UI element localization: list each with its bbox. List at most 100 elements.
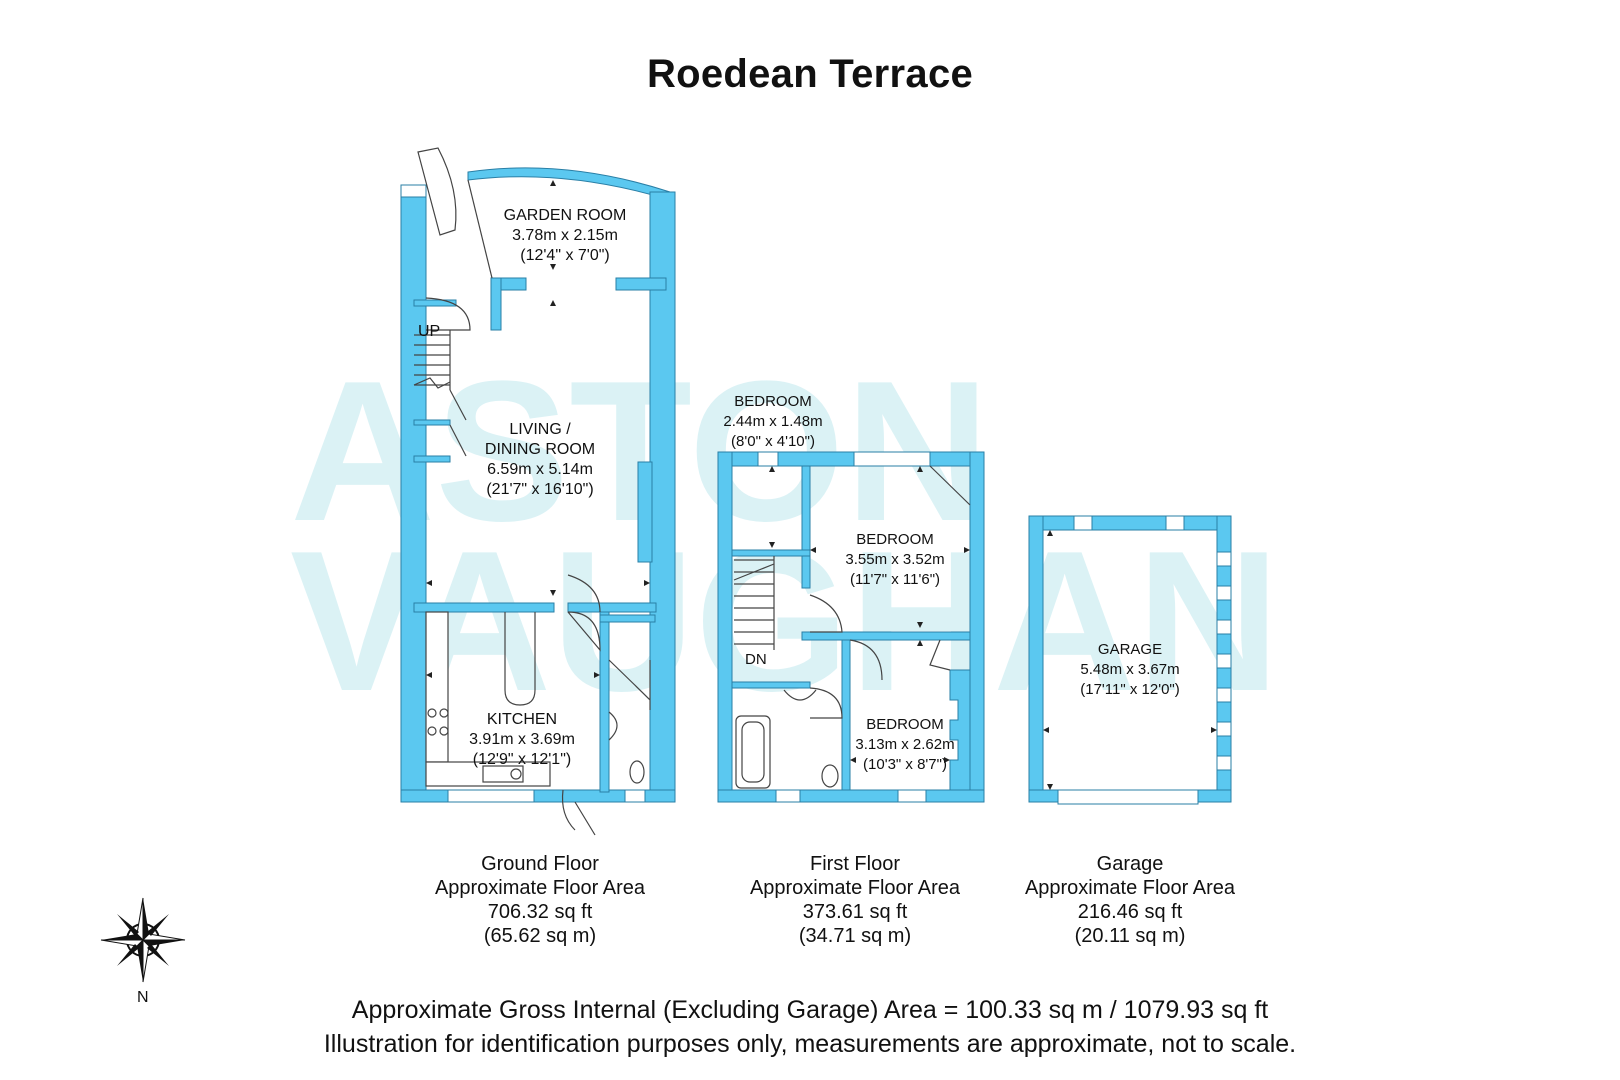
room-size-metric: 3.55m x 3.52m bbox=[845, 551, 945, 568]
ground-right-wall bbox=[649, 191, 676, 803]
rear-bedroom-label: BEDROOM 3.13m x 2.62m (10'3" x 8'7") bbox=[850, 715, 960, 775]
living-hall-wall bbox=[567, 602, 657, 613]
main-bedroom-window bbox=[853, 451, 931, 467]
wc-door-arc bbox=[608, 659, 651, 710]
garden-room-curved-wall bbox=[467, 167, 671, 201]
wardrobe-line bbox=[929, 465, 971, 506]
first-bottom-wall bbox=[717, 789, 985, 803]
floor-area-sqm: (34.71 sq m) bbox=[798, 925, 912, 947]
room-name: GARAGE bbox=[1097, 641, 1163, 658]
landing-bedroom-wall bbox=[801, 465, 811, 589]
compass-rose-icon bbox=[100, 897, 186, 983]
ground-floor-windows bbox=[400, 184, 646, 803]
hall-door-arc-2 bbox=[567, 574, 601, 613]
garage-left-wall bbox=[1028, 515, 1044, 803]
room-size-imperial: (17'11" x 12'0") bbox=[1080, 681, 1180, 698]
floor-name: First Floor bbox=[810, 853, 900, 875]
room-name-line-1: LIVING / bbox=[509, 421, 571, 438]
rear-bedroom-corner bbox=[929, 639, 951, 671]
cupboard-door-2 bbox=[449, 424, 467, 457]
garage-side-window-7 bbox=[1216, 755, 1232, 771]
first-floor-area: First Floor Approximate Floor Area 373.6… bbox=[745, 852, 965, 948]
garage-top-window-2 bbox=[1165, 515, 1185, 531]
rear-bedroom-window bbox=[897, 789, 927, 803]
hall-door-arc bbox=[567, 611, 601, 652]
stairs-down-label: DN bbox=[745, 651, 767, 668]
kitchen-window bbox=[447, 789, 535, 803]
stairs bbox=[414, 330, 451, 390]
first-floor-windows bbox=[757, 451, 931, 803]
wc-window bbox=[624, 789, 646, 803]
floor-area-sqft: 373.61 sq ft bbox=[802, 901, 908, 923]
room-size-imperial: (12'9" x 12'1") bbox=[472, 751, 572, 768]
floor-name: Ground Floor bbox=[481, 853, 599, 875]
room-size-imperial: (12'4" x 7'0") bbox=[520, 247, 610, 264]
garage-top-window-1 bbox=[1073, 515, 1093, 531]
stairs-up-label: UP bbox=[418, 323, 441, 340]
first-floor-plan bbox=[717, 451, 985, 803]
ground-floor-area: Ground Floor Approximate Floor Area 706.… bbox=[430, 852, 650, 948]
garage-side-window-2 bbox=[1216, 585, 1232, 601]
room-size-imperial: (21'7" x 16'10") bbox=[486, 481, 594, 498]
room-size-imperial: (8'0" x 4'10") bbox=[731, 433, 815, 450]
back-door-arc bbox=[561, 789, 596, 836]
room-name: GARDEN ROOM bbox=[503, 207, 627, 224]
room-size-metric: 3.91m x 3.69m bbox=[469, 731, 575, 748]
bathroom-toilet bbox=[821, 764, 839, 788]
first-stairs-break bbox=[733, 563, 775, 581]
garden-side-door bbox=[417, 147, 457, 236]
garden-room-wall-right bbox=[615, 277, 667, 291]
room-name: KITCHEN bbox=[486, 711, 558, 728]
room-size-metric: 3.78m x 2.15m bbox=[512, 227, 618, 244]
main-bedroom-bottom-wall bbox=[801, 631, 971, 641]
understairs-wall bbox=[413, 299, 457, 307]
kitchen-peninsula bbox=[504, 612, 536, 706]
garage-top-wall bbox=[1028, 515, 1232, 531]
room-name: BEDROOM bbox=[734, 393, 812, 410]
small-bedroom-label: BEDROOM 2.44m x 1.48m (8'0" x 4'10") bbox=[718, 392, 828, 452]
bathroom-top-wall bbox=[731, 681, 811, 689]
watermark-line-2: VAUGHAN bbox=[290, 510, 1280, 733]
small-bedroom-wall bbox=[731, 549, 811, 557]
wc-top-wall bbox=[599, 614, 656, 623]
room-size-metric: 5.48m x 3.67m bbox=[1080, 661, 1180, 678]
garden-room-label: GARDEN ROOM 3.78m x 2.15m (12'4" x 7'0") bbox=[490, 206, 640, 266]
room-name: BEDROOM bbox=[856, 531, 934, 548]
rear-bedroom-door-arc bbox=[849, 639, 883, 681]
wc-wall bbox=[599, 611, 610, 793]
room-size-imperial: (10'3" x 8'7") bbox=[863, 756, 947, 773]
kitchen-label: KITCHEN 3.91m x 3.69m (12'9" x 12'1") bbox=[462, 710, 582, 770]
dimension-markers bbox=[426, 180, 1217, 790]
page-title: Roedean Terrace bbox=[646, 52, 974, 96]
floor-caption: Approximate Floor Area bbox=[434, 877, 646, 899]
ground-left-wall bbox=[400, 184, 427, 803]
garage-door bbox=[1057, 789, 1199, 805]
chimney-breast bbox=[637, 461, 653, 563]
garage-side-window-4 bbox=[1216, 653, 1232, 669]
garage-openings bbox=[1057, 515, 1232, 805]
main-bedroom-door-arc bbox=[809, 594, 843, 633]
room-name-line-2: DINING ROOM bbox=[484, 441, 596, 458]
side-door-arc bbox=[425, 297, 471, 331]
stair-break bbox=[413, 377, 451, 389]
cupboard-door-1 bbox=[449, 389, 467, 421]
hob-ring-2 bbox=[439, 708, 449, 718]
rear-bedroom-chimney bbox=[949, 669, 971, 791]
living-room-label: LIVING / DINING ROOM 6.59m x 5.14m (21'7… bbox=[470, 420, 610, 500]
compass-north-label: N bbox=[137, 989, 149, 1006]
ground-floor-plan bbox=[400, 167, 676, 803]
floor-caption: Approximate Floor Area bbox=[1024, 877, 1236, 899]
floor-area-sqm: (65.62 sq m) bbox=[483, 925, 597, 947]
small-bedroom-window bbox=[757, 451, 779, 467]
kitchen-counter bbox=[425, 611, 449, 763]
garage-side-window-1 bbox=[1216, 551, 1232, 567]
wc-basin bbox=[608, 711, 618, 741]
first-left-wall bbox=[717, 451, 733, 803]
wc-toilet bbox=[629, 760, 645, 784]
main-bedroom-label: BEDROOM 3.55m x 3.52m (11'7" x 11'6") bbox=[835, 530, 955, 590]
kitchen-sink-bowl bbox=[510, 768, 522, 780]
garage-side-window-5 bbox=[1216, 687, 1232, 703]
floor-area-sqft: 216.46 sq ft bbox=[1077, 901, 1183, 923]
garden-room-pier bbox=[490, 277, 502, 331]
